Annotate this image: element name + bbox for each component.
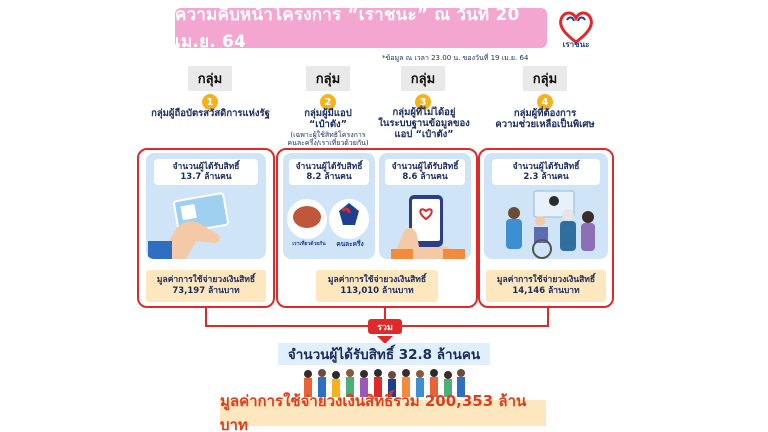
group-4-card: จำนวนผู้ได้รับสิทธิ์ 2.3 ล้านคน <box>484 153 608 259</box>
card-count: 2.3 ล้านคน <box>523 172 569 182</box>
connector-line <box>205 307 207 327</box>
group-number-badge: 4 <box>537 94 553 110</box>
data-timestamp-note: *ข้อมูล ณ เวลา 23.00 น. ของวันที่ 19 เม.… <box>382 54 529 62</box>
value-amount: 14,146 ล้านบาท <box>512 286 580 296</box>
card-count: 8.6 ล้านคน <box>402 172 448 182</box>
total-spending-value: มูลค่าการใช้จ่ายวงเงินสิทธิ์รวม 200,353 … <box>220 392 546 432</box>
card-header: จำนวนผู้ได้รับสิทธิ์ 8.2 ล้านคน <box>289 159 369 185</box>
logo-text: เราชนะ <box>562 40 590 49</box>
sub-line: คนละครึ่ง/เราเที่ยวด้วยกัน) <box>287 139 369 148</box>
badge-half-half: คนละครึ่ง <box>336 240 364 248</box>
group-2-3-value: มูลค่าการใช้จ่ายวงเงินสิทธิ์ 113,010 ล้า… <box>316 270 438 302</box>
group-2-3-frame <box>276 148 478 308</box>
group-1-card: จำนวนผู้ได้รับสิทธิ์ 13.7 ล้านคน <box>146 153 266 259</box>
connector-line <box>547 307 549 327</box>
group-2-description: กลุ่มผู้มีแอป “เป๋าตัง” <box>283 108 373 131</box>
total-recipients: จำนวนผู้ได้รับสิทธิ์ 32.8 ล้านคน <box>278 343 490 365</box>
card-count: 13.7 ล้านคน <box>180 172 232 182</box>
campaign-logos-illustration <box>287 199 369 239</box>
group-2-card: จำนวนผู้ได้รับสิทธิ์ 8.2 ล้านคน เราเที่ย… <box>283 153 375 259</box>
card-header: จำนวนผู้ได้รับสิทธิ์ 13.7 ล้านคน <box>154 159 258 185</box>
hand-holding-phone-illustration <box>391 195 465 259</box>
card-header-label: จำนวนผู้ได้รับสิทธิ์ <box>295 161 363 172</box>
value-label: มูลค่าการใช้จ่ายวงเงินสิทธิ์ <box>496 274 596 285</box>
desc-line: แอป “เป๋าตัง” <box>394 128 454 140</box>
value-label: มูลค่าการใช้จ่ายวงเงินสิทธิ์ <box>327 274 427 285</box>
desc-line: ในระบบฐานข้อมูลของ <box>378 117 470 129</box>
card-header: จำนวนผู้ได้รับสิทธิ์ 8.6 ล้านคน <box>385 159 465 185</box>
group-number-badge: 1 <box>202 94 218 110</box>
group-1-description: กลุ่มผู้ถือบัตรสวัสดิการแห่งรัฐ <box>151 108 270 119</box>
hand-holding-card-illustration <box>148 192 229 259</box>
group-label: กลุ่ม <box>400 66 446 91</box>
group-4-description: กลุ่มผู้ที่ต้องการ ความช่วยเหลือเป็นพิเศ… <box>484 108 606 131</box>
group-label: กลุ่ม <box>187 66 233 91</box>
group-2-header: กลุ่ม 2 <box>293 66 363 110</box>
card-count: 8.2 ล้านคน <box>306 172 352 182</box>
crowd-illustration <box>304 369 465 397</box>
group-2-subnote: (เฉพาะผู้ใช้สิทธิโครงการ คนละครึ่ง/เราเท… <box>283 131 373 147</box>
sub-line: (เฉพาะผู้ใช้สิทธิโครงการ <box>290 131 366 139</box>
card-header-label: จำนวนผู้ได้รับสิทธิ์ <box>391 161 459 172</box>
value-amount: 73,197 ล้านบาท <box>172 286 240 296</box>
group-4-frame <box>478 148 614 308</box>
rao-chana-heart-logo <box>559 11 593 44</box>
card-header-label: จำนวนผู้ได้รับสิทธิ์ <box>512 161 580 172</box>
desc-line: กลุ่มผู้ที่ต้องการ <box>513 108 577 119</box>
desc-line: “เป๋าตัง” <box>309 118 347 130</box>
group-1-value: มูลค่าการใช้จ่ายวงเงินสิทธิ์ 73,197 ล้าน… <box>146 270 266 302</box>
card-header-label: จำนวนผู้ได้รับสิทธิ์ <box>172 161 240 172</box>
connector-line <box>384 307 386 319</box>
page-title: ความคืบหน้าโครงการ “เราชนะ” ณ วันที่ 20 … <box>175 5 547 52</box>
group-label: กลุ่ม <box>522 66 568 91</box>
group-label: กลุ่ม <box>305 66 351 91</box>
group-3-description: กลุ่มผู้ที่ไม่ได้อยู่ ในระบบฐานข้อมูลของ… <box>372 107 476 141</box>
badge-travel: เราเที่ยวด้วยกัน <box>292 241 326 247</box>
desc-line: กลุ่มผู้ที่ไม่ได้อยู่ <box>392 107 456 118</box>
group-3-header: กลุ่ม 3 <box>388 66 458 110</box>
sum-label: รวม <box>368 319 402 334</box>
group-1-header: กลุ่ม 1 <box>175 66 245 110</box>
desc-line: ความช่วยเหลือเป็นพิเศษ <box>495 118 595 130</box>
value-amount: 113,010 ล้านบาท <box>340 286 414 296</box>
group-3-card: จำนวนผู้ได้รับสิทธิ์ 8.6 ล้านคน <box>379 153 471 259</box>
people-with-special-needs-illustration <box>506 190 595 259</box>
group-4-value: มูลค่าการใช้จ่ายวงเงินสิทธิ์ 14,146 ล้าน… <box>486 270 606 302</box>
group-4-header: กลุ่ม 4 <box>510 66 580 110</box>
card-header: จำนวนผู้ได้รับสิทธิ์ 2.3 ล้านคน <box>492 159 600 185</box>
group-number-badge: 3 <box>415 94 431 110</box>
group-number-badge: 2 <box>320 94 336 110</box>
down-arrow-icon <box>377 336 393 344</box>
value-label: มูลค่าการใช้จ่ายวงเงินสิทธิ์ <box>156 274 256 285</box>
desc-line: กลุ่มผู้มีแอป <box>304 108 352 119</box>
